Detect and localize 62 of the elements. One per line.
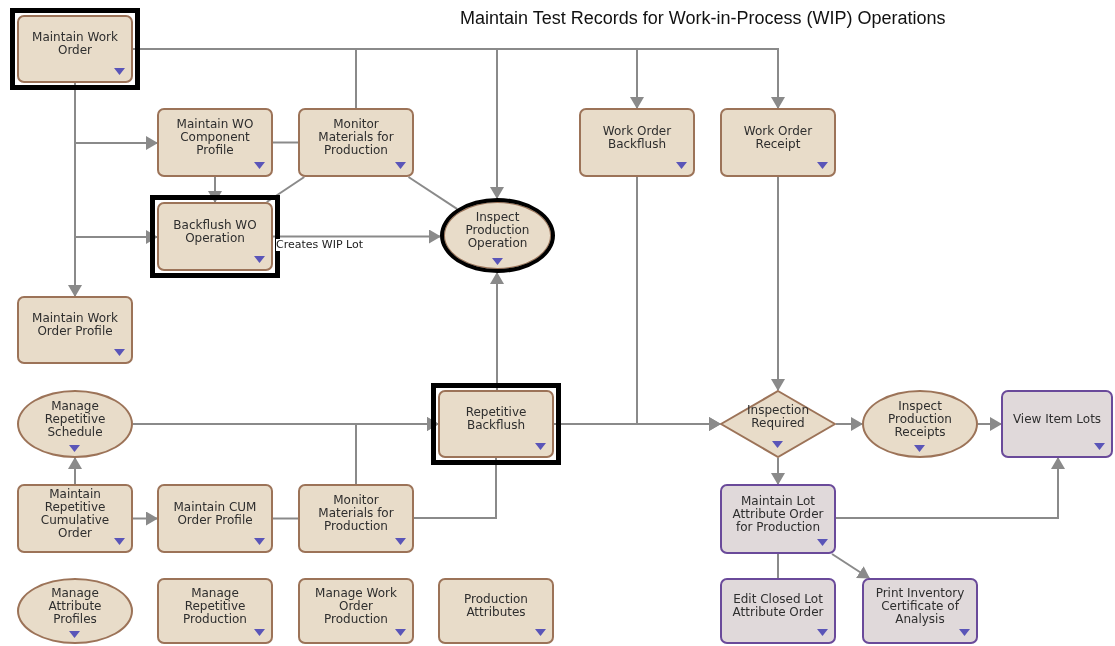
arrow — [977, 417, 1002, 431]
connector-line — [272, 141, 299, 144]
node-label: Work Order Receipt — [742, 124, 814, 151]
arrow — [771, 176, 785, 391]
arrow — [771, 457, 785, 485]
arrow — [831, 553, 871, 579]
arrow — [355, 417, 439, 485]
node-label: Manage Repetitive Schedule — [43, 399, 107, 439]
node-label: Manage Work Order Production — [314, 586, 398, 626]
node-label: Edit Closed Lot Attribute Order — [731, 593, 825, 619]
node-label: Backflush WO Operation — [172, 218, 258, 245]
connector-line — [413, 457, 497, 519]
node-label: Maintain Work Order — [31, 31, 119, 57]
process-box — [720, 484, 836, 554]
node-label: Maintain CUM Order Profile — [172, 500, 258, 527]
connector-line — [777, 553, 779, 579]
process-box — [157, 484, 273, 553]
process-box — [17, 296, 133, 364]
process-box — [17, 484, 133, 553]
process-box — [298, 484, 414, 553]
node-label: View Item Lots — [1012, 412, 1102, 426]
node-label: Maintain WO Component Profile — [175, 118, 255, 157]
process-box — [862, 578, 978, 644]
node-label: Inspect Production Operation — [464, 211, 531, 250]
process-box — [438, 390, 554, 458]
process-box — [1001, 390, 1113, 458]
decision-diamond — [720, 390, 836, 458]
edge-label: Creates WIP Lot — [276, 239, 363, 251]
node-label: Monitor Materials for Production — [317, 118, 395, 157]
process-box — [720, 108, 836, 177]
process-box — [298, 578, 414, 644]
process-box — [298, 108, 414, 177]
connector-line — [265, 176, 306, 203]
process-box — [157, 578, 273, 644]
node-label: Manage Repetitive Production — [182, 586, 248, 626]
arrow — [835, 457, 1065, 519]
connector-line — [272, 517, 299, 520]
node-label: Inspection Required — [746, 404, 810, 430]
node-label: Maintain Lot Attribute Order for Production — [731, 494, 825, 534]
arrow — [132, 511, 158, 526]
diagram-title: Maintain Test Records for Work-in-Process (WIP) Operations — [460, 8, 946, 29]
process-box — [157, 202, 273, 271]
node-label: Maintain Work Order Profile — [31, 312, 119, 338]
arrow — [272, 229, 441, 244]
node-label: Production Attributes — [463, 593, 529, 619]
node-label: Inspect Production Receipts — [887, 399, 953, 439]
process-box — [579, 108, 695, 177]
node-label: Manage Attribute Profiles — [47, 586, 103, 626]
node-label: Work Order Backflush — [601, 124, 673, 151]
node-label: Repetitive Backflush — [464, 406, 528, 432]
node-label: Maintain Repetitive Cumulative Order — [39, 487, 111, 540]
arrow — [636, 176, 721, 431]
node-label: Print Inventory Certificate of Analysis — [874, 586, 966, 626]
process-box — [157, 108, 273, 177]
arrow — [68, 457, 82, 485]
node-label: Monitor Materials for Production — [317, 494, 395, 533]
arrow — [490, 272, 504, 391]
process-box — [438, 578, 554, 644]
arrow — [208, 176, 222, 203]
arrow — [835, 417, 863, 431]
process-box — [720, 578, 836, 644]
process-box — [17, 15, 133, 83]
